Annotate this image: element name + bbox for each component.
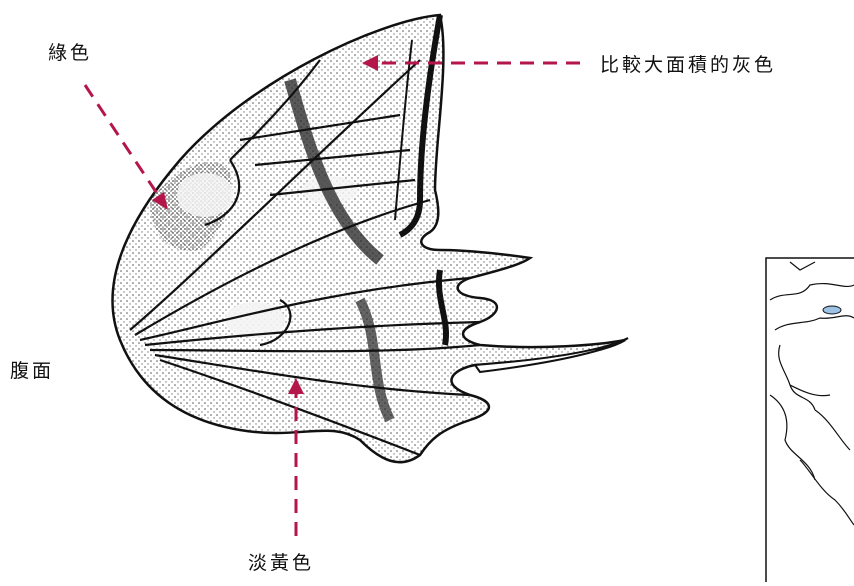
label-gray: 比較大面積的灰色 <box>600 50 776 77</box>
label-pale-yellow: 淡黃色 <box>248 548 314 575</box>
label-ventral-view: 腹面 <box>10 356 54 383</box>
arrow-green <box>85 85 160 198</box>
map-inset <box>766 258 854 582</box>
wing-illustration <box>113 15 629 462</box>
label-green: 綠色 <box>48 38 92 65</box>
